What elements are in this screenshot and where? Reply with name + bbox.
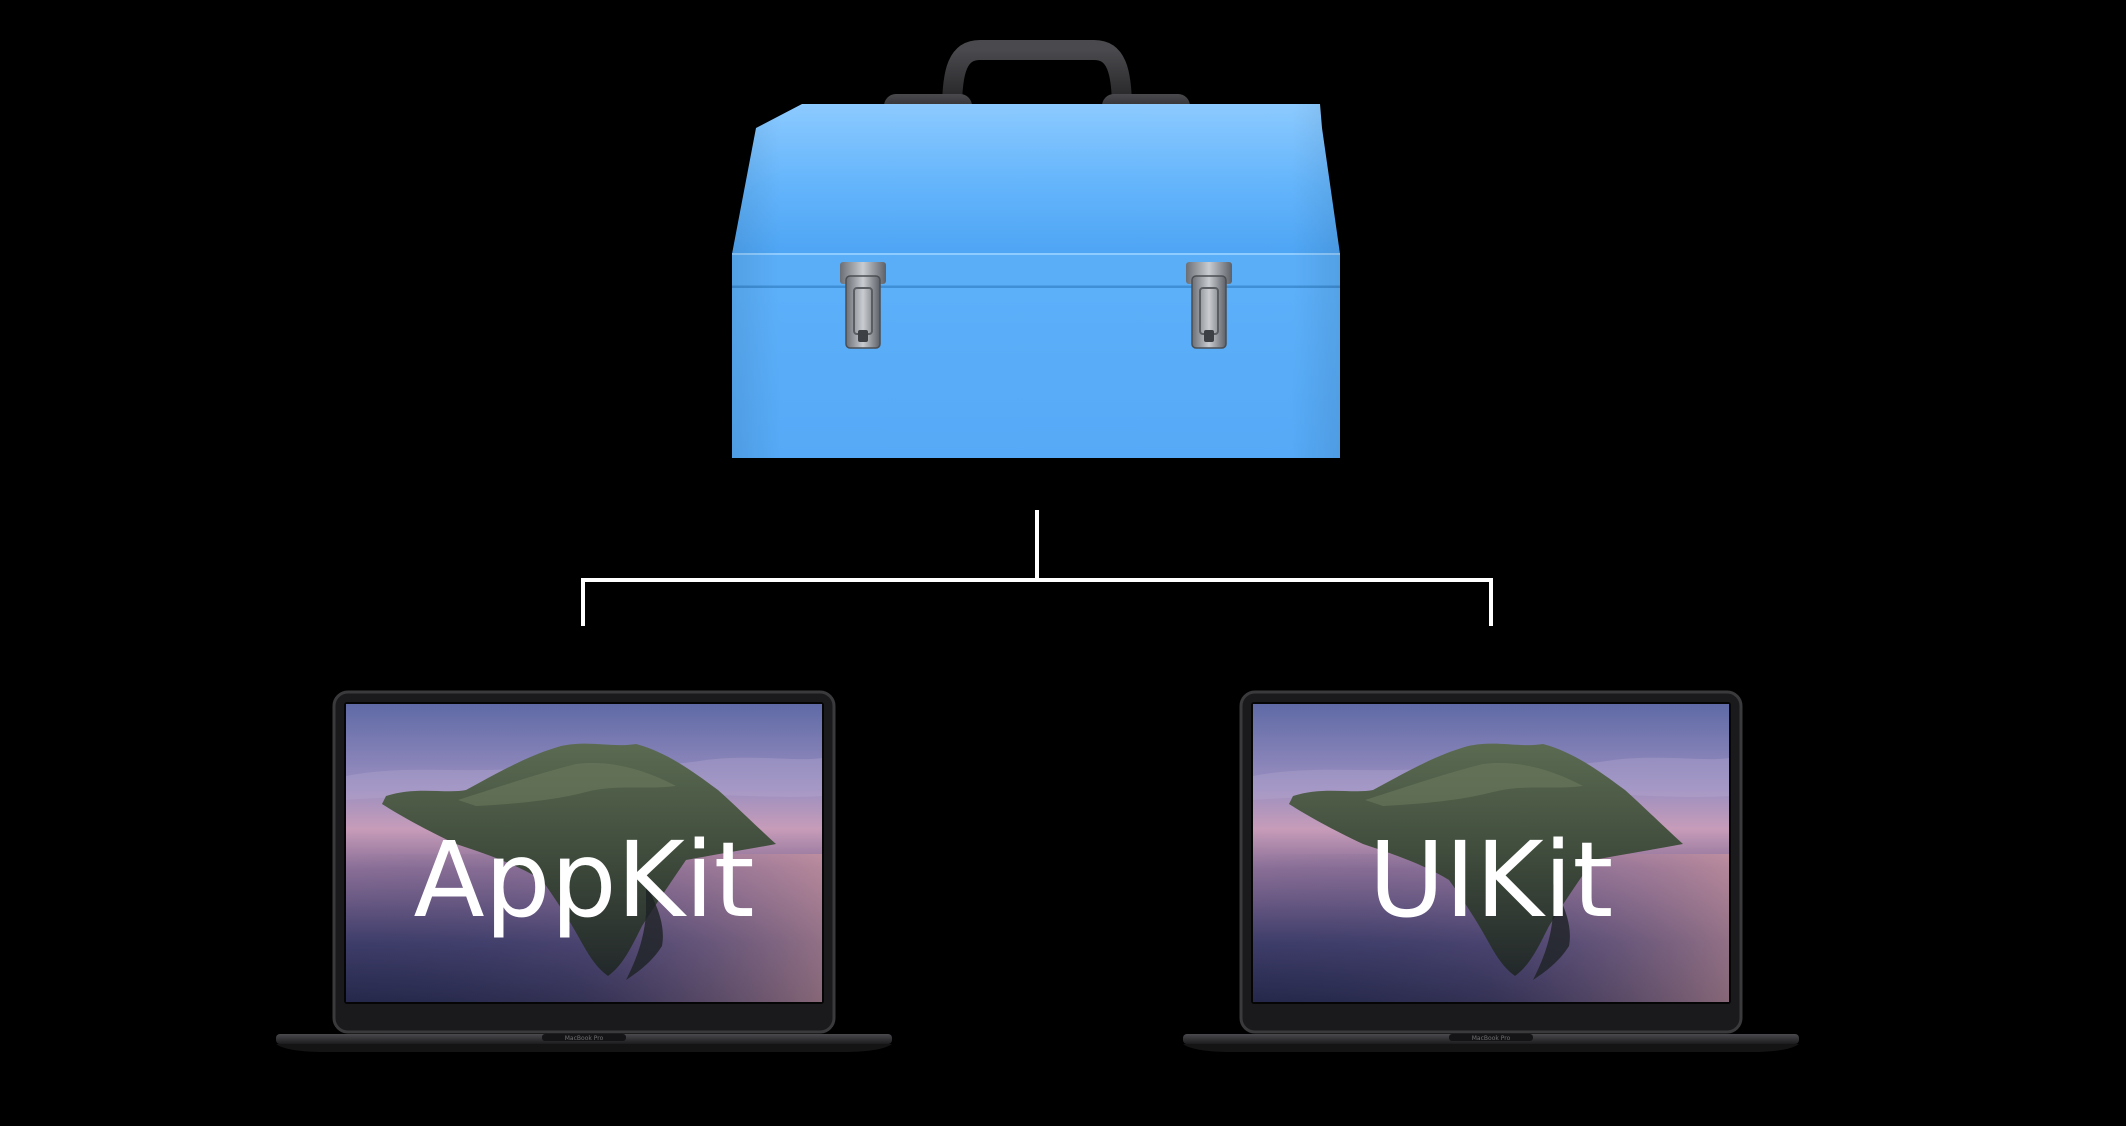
laptop-appkit: MacBook Pro AppKit <box>276 692 892 1052</box>
uikit-label: UIKit <box>1369 819 1614 941</box>
macbook-caption: MacBook Pro <box>1472 1035 1511 1042</box>
toolbox-latch-right <box>1186 262 1232 349</box>
appkit-label: AppKit <box>413 819 754 941</box>
toolbox-latch-left <box>840 262 886 349</box>
laptop-uikit: MacBook Pro UIKit <box>1183 692 1799 1052</box>
macbook-caption: MacBook Pro <box>565 1035 604 1042</box>
tree-connector <box>581 510 1493 626</box>
toolbox-icon <box>732 40 1340 458</box>
